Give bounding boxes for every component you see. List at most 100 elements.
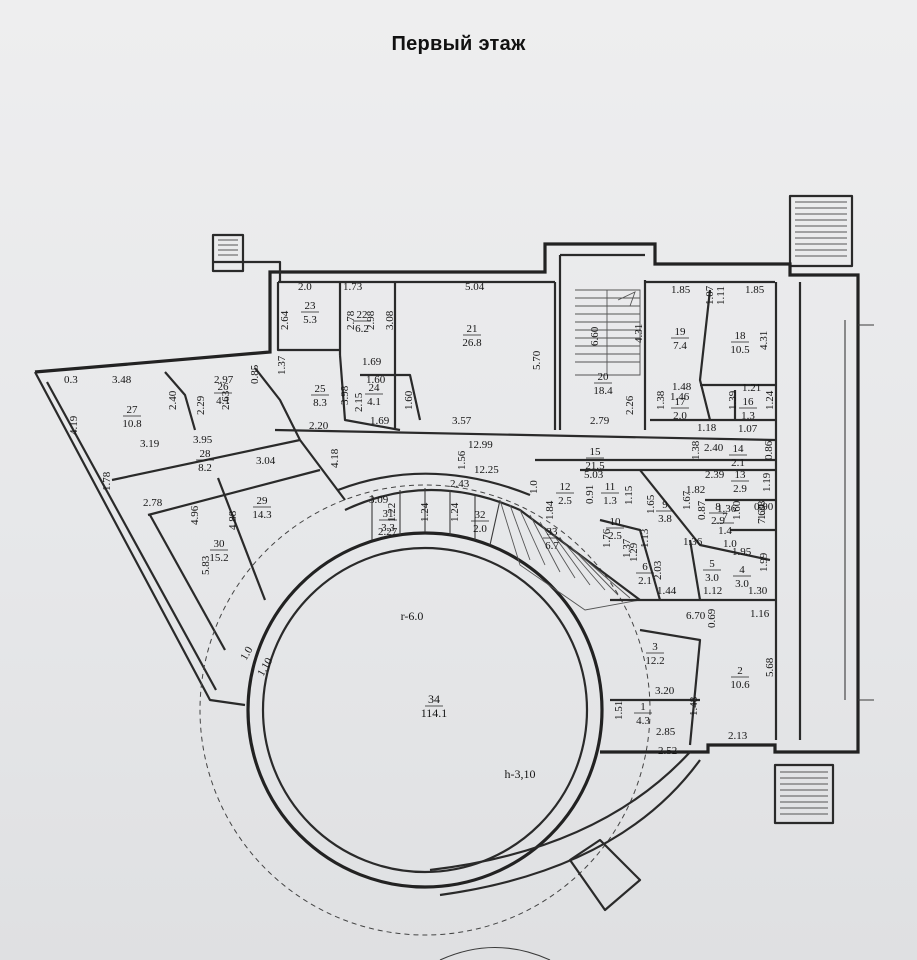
dimension-label: 0.91 (584, 485, 596, 504)
room-number: 21 (467, 323, 478, 335)
dimension-label: 1.36 (683, 536, 703, 548)
dimension-label: 3.04 (256, 455, 276, 467)
room-number: 27 (127, 404, 139, 416)
room-label: 226.2 (353, 309, 371, 335)
dimension-label: 1.85 (745, 284, 765, 296)
room-area: 4.3 (636, 715, 650, 727)
room-area: 6.2 (355, 323, 369, 335)
dimension-label: 7.60 (756, 504, 768, 524)
dimension-label: 1.51 (613, 701, 625, 720)
dimension-label: 2.40 (704, 442, 724, 454)
dimension-label: 2.97 (214, 374, 234, 386)
dimension-label: 1.21 (742, 382, 761, 394)
room-number: 29 (257, 495, 269, 507)
dimension-label: 1.56 (456, 450, 468, 470)
dimension-label: 1.24 (764, 390, 776, 410)
dimension-label: 4.96 (189, 505, 201, 525)
dimension-label: 2.26 (624, 395, 636, 415)
dimension-label: 1.48 (688, 696, 700, 716)
room-area: 2.1 (731, 457, 745, 469)
room-area: 14.3 (252, 509, 272, 521)
room-area: 5.3 (303, 314, 317, 326)
dimension-label: 1.46 (670, 391, 690, 403)
dimension-label: 1.37 (276, 355, 288, 375)
room-area: 18.4 (593, 385, 613, 397)
room-area: 1.3 (603, 495, 617, 507)
room-number: 2 (737, 665, 743, 677)
room-number: 7 (722, 511, 728, 523)
height-mark: h-3,10 (505, 767, 536, 781)
dimension-label: 3.09 (369, 494, 389, 506)
dimension-label: 5.03 (584, 469, 604, 481)
room-area: 3.3 (381, 522, 395, 534)
room-number: 33 (547, 526, 559, 538)
room-number: 15 (590, 446, 602, 458)
dimension-label: 12.99 (468, 439, 493, 451)
dimension-label: 0.86 (763, 440, 775, 460)
dimension-label: 1.0 (238, 644, 256, 662)
dimension-label: 1.95 (732, 546, 752, 558)
room-number: 5 (709, 558, 715, 570)
dimension-label: 2.64 (279, 310, 291, 330)
dimension-label: 3.57 (452, 415, 472, 427)
dimension-label: 1.30 (748, 585, 768, 597)
room-label: 244.1 (365, 382, 383, 408)
room-label: 102.5 (606, 516, 624, 542)
dimension-label: 2.85 (656, 726, 676, 738)
dimension-label: 1.24 (419, 502, 431, 522)
stairs-entry-bottom-right (773, 763, 835, 825)
dimension-label: 1.69 (362, 356, 382, 368)
room-area: 8.3 (313, 397, 327, 409)
dimension-label: 2.27 (378, 526, 398, 538)
dimension-label: 1.60 (403, 390, 415, 410)
room-number: 16 (743, 396, 755, 408)
dimension-label: 1.29 (628, 542, 640, 562)
room-number: 17 (675, 396, 687, 408)
room-number: 31 (383, 508, 394, 520)
dimension-label: 1.60 (731, 500, 743, 520)
outer-wall (34, 242, 860, 754)
room-label: 93.8 (656, 499, 674, 525)
dimension-label: 2.63 (220, 390, 232, 410)
dimension-label: 5.68 (764, 657, 776, 677)
dimension-label: 0.85 (249, 364, 261, 384)
dimension-label: 2.20 (309, 420, 329, 432)
room-area: 3.8 (658, 513, 672, 525)
room-number: 9 (662, 499, 668, 511)
room-area: 4.1 (367, 396, 381, 408)
floor-title: Первый этаж (391, 33, 526, 55)
room-number: 24 (369, 382, 381, 394)
dimension-label: 3.08 (384, 310, 396, 330)
rotunda-wall (246, 531, 604, 889)
room-number: 19 (675, 326, 687, 338)
dimension-label: 6.60 (589, 326, 601, 346)
dimension-label: 1.15 (623, 485, 635, 505)
dimension-label: 1.44 (657, 585, 677, 597)
dimension-label: 4.19 (68, 415, 80, 435)
room-area: 8.2 (198, 462, 212, 474)
room-label: 322.0 (471, 509, 489, 535)
dimension-label: 4.31 (758, 331, 770, 350)
room-area: 2.9 (711, 515, 725, 527)
room-number: 18 (735, 330, 747, 342)
room-area: 10.6 (730, 679, 750, 691)
room-number: 14 (733, 443, 745, 455)
room-number: 22 (357, 309, 368, 321)
dimension-label: 1.18 (697, 422, 717, 434)
room-label: 336.7 (543, 526, 561, 552)
dimension-label: 1.48 (672, 381, 692, 393)
room-area: 7.4 (673, 340, 687, 352)
room-area: 4.1 (216, 395, 230, 407)
dimension-label: 1.67 (681, 490, 693, 510)
room-label: 62.1 (636, 561, 654, 587)
dimension-label: 2.39 (705, 469, 725, 481)
room-label: 142.1 (729, 443, 747, 469)
room-label: 312.2 (645, 641, 664, 667)
dimension-label: 2.40 (167, 390, 179, 410)
dimension-label: 0.87 (696, 500, 708, 520)
room-area: 6.7 (545, 540, 559, 552)
dimension-label: 3.20 (655, 685, 675, 697)
room-label: 29 14.3 (252, 495, 272, 521)
dimension-label: 2.79 (590, 415, 610, 427)
